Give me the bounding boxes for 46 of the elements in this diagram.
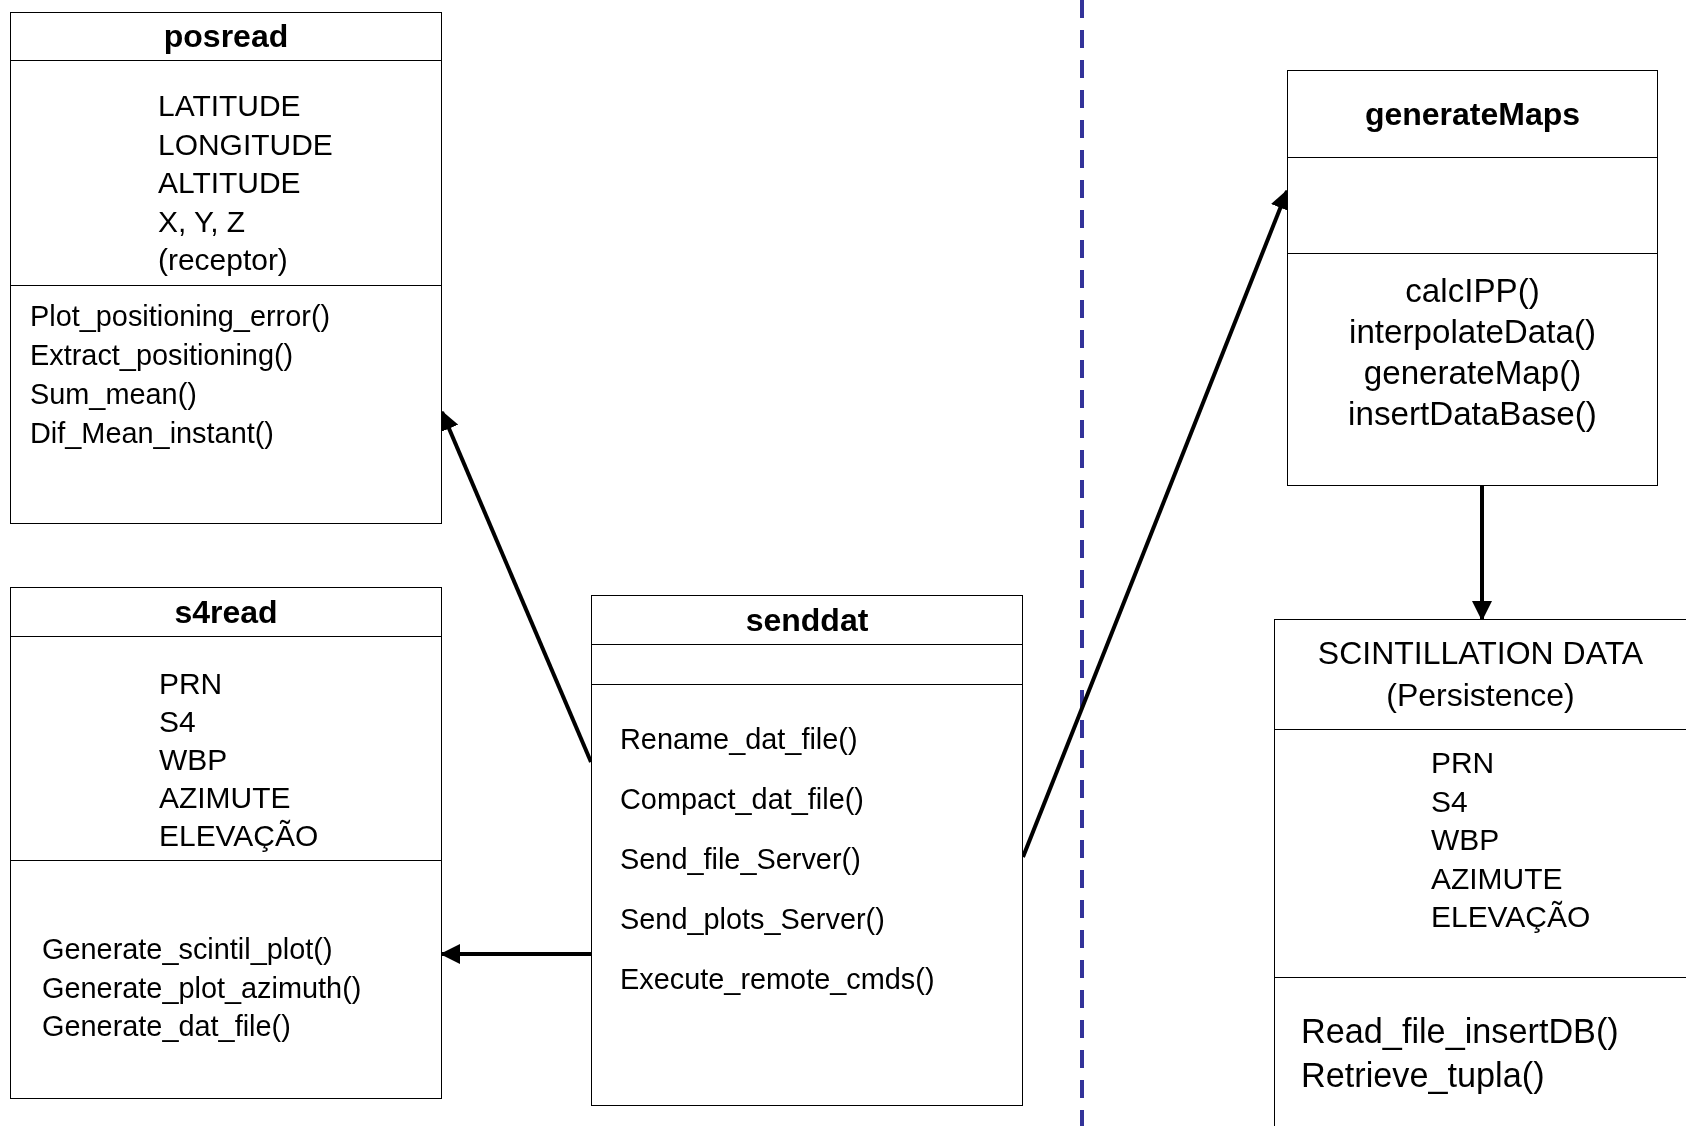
attribute-name: ELEVAÇÃO: [1431, 899, 1591, 935]
method-name: Read_file_insertDB(): [1301, 1011, 1619, 1052]
method-name: Generate_scintil_plot(): [42, 932, 333, 967]
class-box: [1287, 70, 1658, 486]
method-name: interpolateData(): [1348, 312, 1597, 352]
method-name: Plot_positioning_error(): [30, 299, 331, 334]
method-name: Send_plots_Server(): [620, 902, 885, 937]
attribute-name: LONGITUDE: [158, 126, 333, 163]
class-box: [10, 12, 442, 524]
class-name: (Persistence): [1385, 676, 1576, 715]
attribute-name: (receptor): [158, 242, 288, 279]
method-name: Send_file_Server(): [620, 842, 861, 877]
attribute-name: ALTITUDE: [158, 165, 301, 202]
method-name: Rename_dat_file(): [620, 722, 858, 757]
class-name: s4read: [173, 593, 279, 632]
attribute-name: S4: [159, 704, 196, 740]
method-name: Compact_dat_file(): [620, 782, 864, 817]
method-name: calcIPP(): [1404, 271, 1541, 311]
method-name: Extract_positioning(): [30, 338, 294, 373]
arrow: [1472, 486, 1492, 621]
method-name: Sum_mean(): [30, 377, 197, 412]
attribute-name: S4: [1431, 783, 1468, 820]
class-name: posread: [162, 17, 290, 56]
attribute-name: WBP: [159, 742, 228, 778]
method-name: insertDataBase(): [1347, 394, 1598, 434]
method-name: Execute_remote_cmds(): [620, 962, 935, 997]
class-box: [10, 587, 442, 1099]
class-name: senddat: [744, 601, 870, 640]
attribute-name: PRN: [1431, 745, 1495, 781]
method-name: generateMap(): [1362, 353, 1583, 393]
attribute-name: AZIMUTE: [1431, 860, 1563, 897]
class-name: generateMaps: [1363, 95, 1582, 134]
class-name: SCINTILLATION DATA: [1316, 634, 1645, 673]
method-name: Retrieve_tupla(): [1301, 1055, 1545, 1096]
attribute-name: AZIMUTE: [159, 780, 291, 816]
method-name: Dif_Mean_instant(): [30, 416, 274, 451]
attribute-name: LATITUDE: [158, 88, 301, 124]
attribute-name: WBP: [1431, 822, 1500, 858]
arrow: [440, 944, 591, 964]
method-name: Generate_dat_file(): [42, 1009, 291, 1044]
class-box: [1274, 619, 1686, 1126]
class-box: [591, 595, 1023, 1106]
method-name: Generate_plot_azimuth(): [42, 970, 362, 1006]
attribute-name: PRN: [159, 666, 223, 702]
attribute-name: ELEVAÇÃO: [159, 818, 319, 854]
attribute-name: X, Y, Z: [158, 203, 246, 240]
